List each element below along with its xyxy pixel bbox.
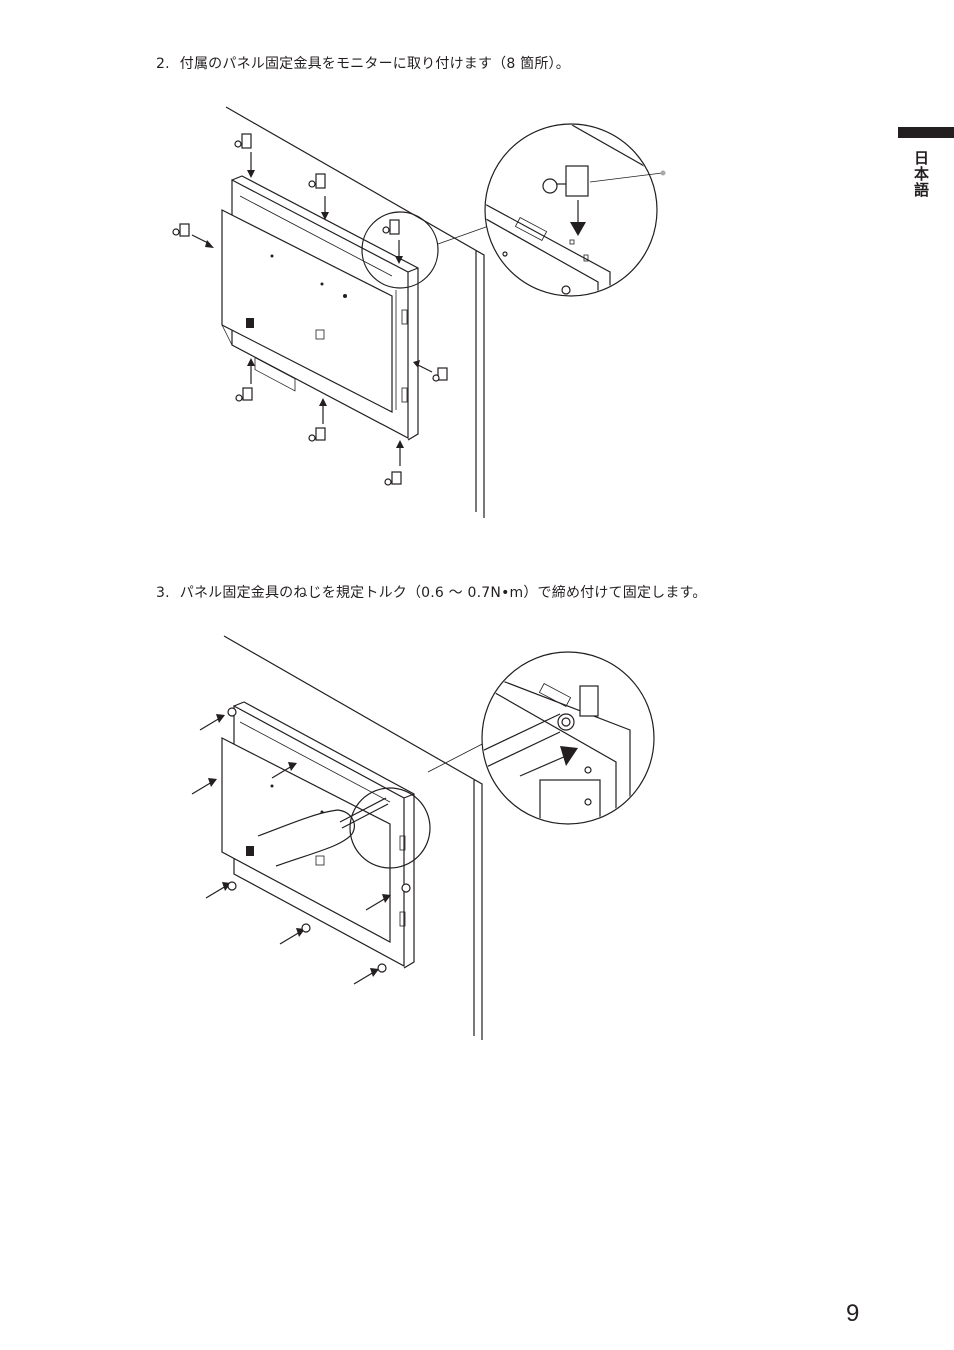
figure-attach-brackets [172,106,666,518]
step-text: 付属のパネル固定金具をモニターに取り付けます（8 箇所）。 [179,56,570,72]
step-number: 3. [156,585,170,601]
figure-tighten-screws [191,635,655,1040]
bracket-arrows [172,133,448,486]
language-tab-marker [898,127,954,138]
page-number: 9 [846,1300,860,1327]
step-2-instruction: 2. 付属のパネル固定金具をモニターに取り付けます（8 箇所）。 [156,53,570,73]
monitor [221,701,415,969]
zoom-callout [349,651,655,869]
step-3-instruction: 3. パネル固定金具のねじを規定トルク（0.6 〜 0.7N•m）で締め付けて固定… [156,582,707,602]
step-text: パネル固定金具のねじを規定トルク（0.6 〜 0.7N•m）で締め付けて固定しま… [179,585,707,601]
zoom-callout [361,123,666,297]
language-tab-label: 日本語 [912,150,930,198]
screw-arrows [191,707,411,985]
step-number: 2. [156,56,170,72]
wall-panel [223,635,483,1040]
monitor [221,175,419,441]
wall-panel [225,106,485,518]
